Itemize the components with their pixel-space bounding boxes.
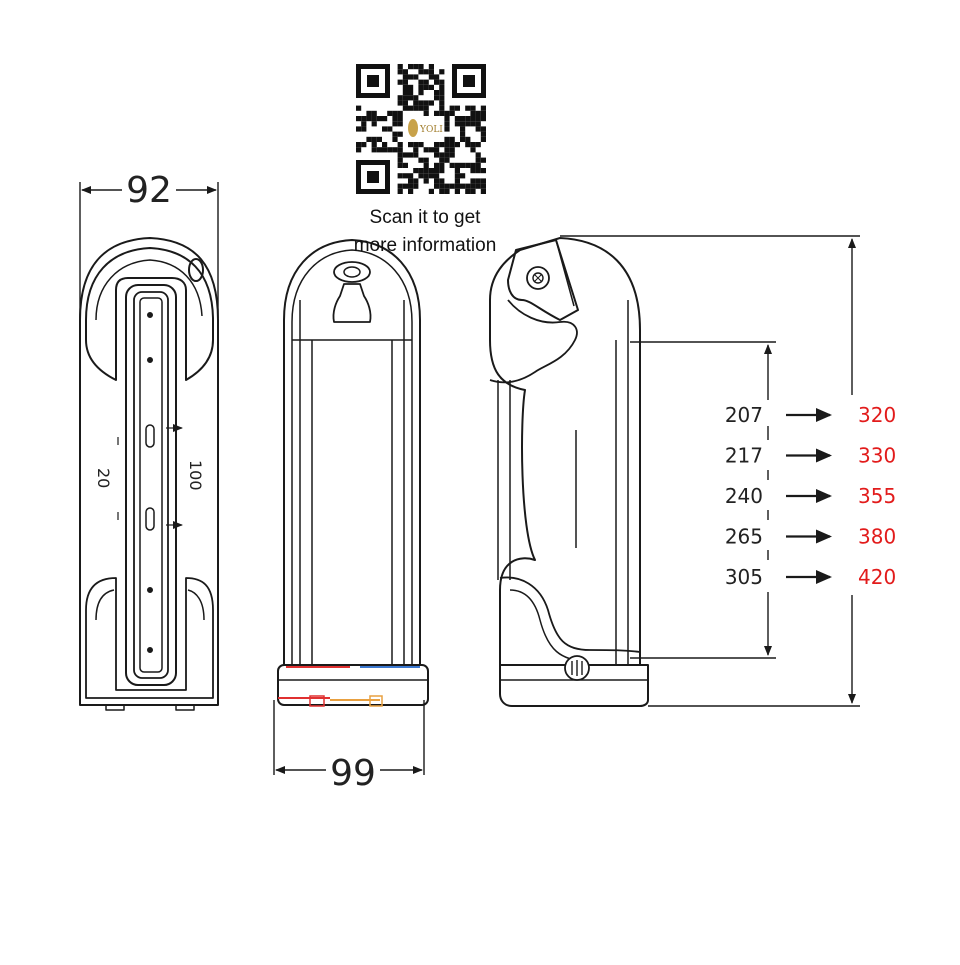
qr-logo-text: YOLI	[419, 125, 443, 135]
slot-inner-dimension: 20	[94, 468, 113, 488]
overall-length-value: 420	[858, 565, 896, 589]
inner-length-value: 305	[725, 565, 763, 589]
width-side-dimension: 92	[126, 170, 172, 211]
overall-length-dimension-line	[560, 235, 860, 707]
inner-length-value: 217	[725, 444, 763, 468]
overall-length-value: 355	[858, 484, 896, 508]
inner-length-dimension-line	[630, 341, 776, 659]
overall-length-value: 320	[858, 403, 896, 427]
qr-code: YOLI	[356, 64, 486, 194]
inner-length-value: 240	[725, 484, 763, 508]
qr-caption-line2: more information	[353, 235, 497, 256]
inner-length-value: 265	[725, 525, 763, 549]
width-92-dimension-line	[79, 182, 219, 318]
front-view	[277, 239, 429, 706]
logo-icon	[408, 119, 418, 137]
inner-length-value: 207	[725, 403, 763, 427]
width-front-dimension: 99	[330, 753, 376, 794]
width-99-dimension-line	[273, 700, 425, 775]
front-connector-accents	[278, 666, 420, 707]
slot-outer-dimension: 100	[186, 460, 205, 491]
overall-length-value: 380	[858, 525, 896, 549]
length-table: 207 320 217 330 240 355 265 380 305 420	[725, 403, 896, 589]
qr-caption-line1: Scan it to get	[369, 207, 481, 228]
side-view	[79, 237, 219, 711]
profile-view	[489, 237, 649, 707]
overall-length-value: 330	[858, 444, 896, 468]
